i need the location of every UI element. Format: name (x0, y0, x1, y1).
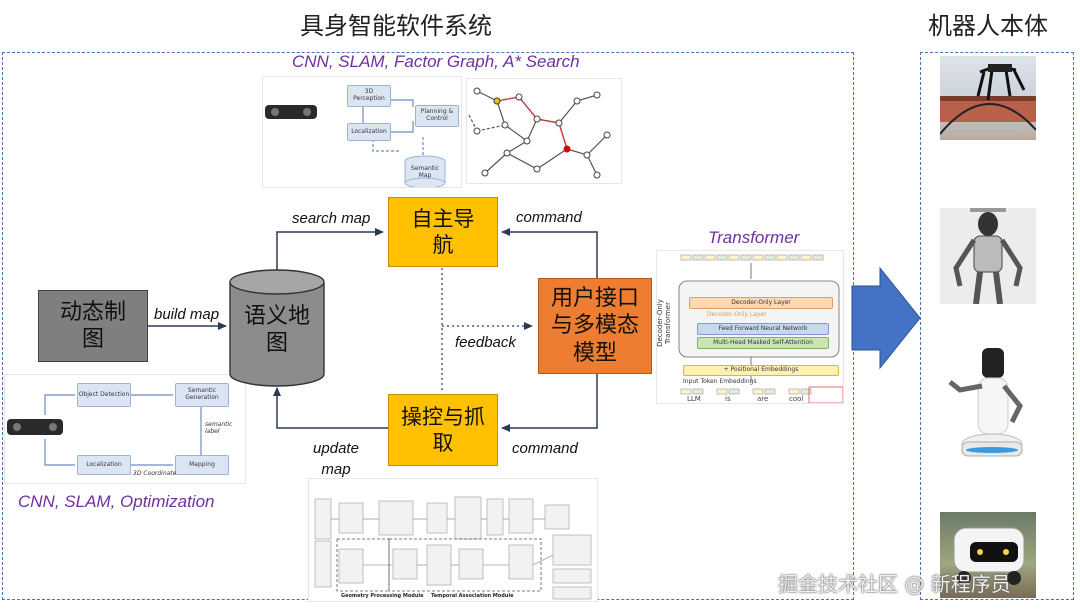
humanoid-robot-graphic (940, 208, 1036, 304)
decoder-layer-block: Decoder-Only Layer (689, 297, 833, 309)
search-map-label: search map (292, 210, 371, 227)
feedback-label: feedback (455, 334, 516, 351)
top-algorithms-label: CNN, SLAM, Factor Graph, A* Search (292, 52, 580, 71)
navigation-node: 自主导航 (388, 197, 498, 267)
delivery-robot-image (940, 512, 1036, 598)
semantic-map-node: 语义地图 (243, 303, 310, 357)
system-to-robot-arrow (851, 266, 921, 370)
nav-semantic-map-node: Semantic Map (410, 165, 440, 179)
mapping-mapping-node: Mapping (175, 455, 229, 475)
temporal-module-label: Temporal Association Module (431, 593, 514, 599)
mapping-localization-node: Localization (77, 455, 131, 475)
transformer-side-label: Decoder-Only Transformer (656, 299, 672, 347)
attention-block: Multi-Head Masked Self-Attention (697, 337, 829, 349)
navigation-pipeline-thumbnail: 3D Perception Planning & Control Localiz… (262, 76, 462, 188)
mapping-detection-node: Object Detection (77, 383, 131, 407)
quadruped-robot-image (940, 56, 1036, 140)
decoder-layer-ghost-label: Decoder-Only Layer (707, 311, 767, 318)
command-top-label: command (516, 209, 582, 226)
nav-planning-node: Planning & Control (415, 105, 459, 127)
manipulation-node: 操控与抓取 (388, 394, 498, 466)
depth-camera-icon (7, 419, 63, 435)
mapping-pipeline-thumbnail: Object Detection Semantic Generation sem… (4, 374, 246, 484)
navigation-pipeline-graphic (265, 99, 446, 187)
mapping-coordinate-label: 3D Coordinate (133, 470, 177, 477)
system-title: 具身智能软件系统 (300, 12, 492, 40)
build-map-label: build map (154, 306, 220, 323)
depth-camera-icon (265, 105, 317, 119)
token-cool: cool (789, 395, 804, 403)
manipulation-network-thumbnail: Geometry Processing Module Temporal Asso… (308, 478, 598, 602)
ffn-block: Feed Forward Neural Network (697, 323, 829, 335)
bottom-algorithms-label: CNN, SLAM, Optimization (18, 492, 215, 511)
humanoid-robot-image (940, 208, 1036, 304)
command-bottom-label: command (512, 440, 578, 457)
watermark: 掘金技术社区 @ 新程序员 (778, 572, 1011, 596)
nav-localization-node: Localization (347, 123, 391, 141)
transformer-label: Transformer (708, 228, 800, 247)
delivery-robot-graphic (953, 527, 1025, 585)
geometry-module-label: Geometry Processing Module (341, 593, 424, 599)
service-robot-image (946, 346, 1030, 462)
robot-title: 机器人本体 (928, 12, 1048, 40)
input-token-label: Input Token Embeddings (683, 378, 757, 385)
quadruped-robot-graphic (940, 64, 1036, 135)
positional-embedding-block: + Positional Embeddings (683, 365, 839, 376)
mapping-pipeline-graphic (7, 394, 202, 466)
llm-interface-node: 用户接口与多模态模型 (538, 278, 652, 374)
token-are: are (757, 395, 769, 403)
mapping-semantic-label: semantic label (205, 421, 233, 435)
mapping-generation-node: Semantic Generation (175, 383, 229, 407)
graph-search-thumbnail (466, 78, 622, 184)
dynamic-map-node: 动态制图 (38, 290, 148, 362)
update-map-label: update map (313, 440, 359, 478)
token-llm: LLM (687, 395, 701, 403)
manipulation-network-graphic (314, 496, 592, 600)
service-robot-graphic (948, 348, 1023, 457)
transformer-thumbnail: Decoder-Only Transformer Decoder-Only La… (656, 250, 844, 404)
token-is: is (725, 395, 731, 403)
a-star-graph-graphic (468, 87, 611, 179)
nav-perception-node: 3D Perception (347, 85, 391, 107)
